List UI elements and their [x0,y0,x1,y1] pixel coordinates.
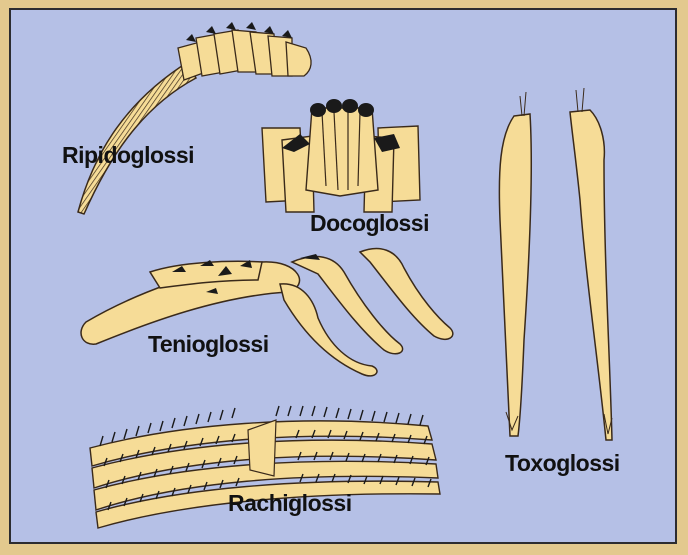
toxoglossan-teeth [499,88,612,440]
label-tenioglossi: Tenioglossi [148,331,269,358]
label-docoglossi: Docoglossi [310,210,429,237]
rachiglossan-central-tooth [248,420,276,476]
docoglossan-radula [262,99,420,212]
label-rachiglossi: Rachiglossi [228,490,352,517]
label-ripidoglossi: Ripidoglossi [62,142,194,169]
label-toxoglossi: Toxoglossi [505,450,620,477]
